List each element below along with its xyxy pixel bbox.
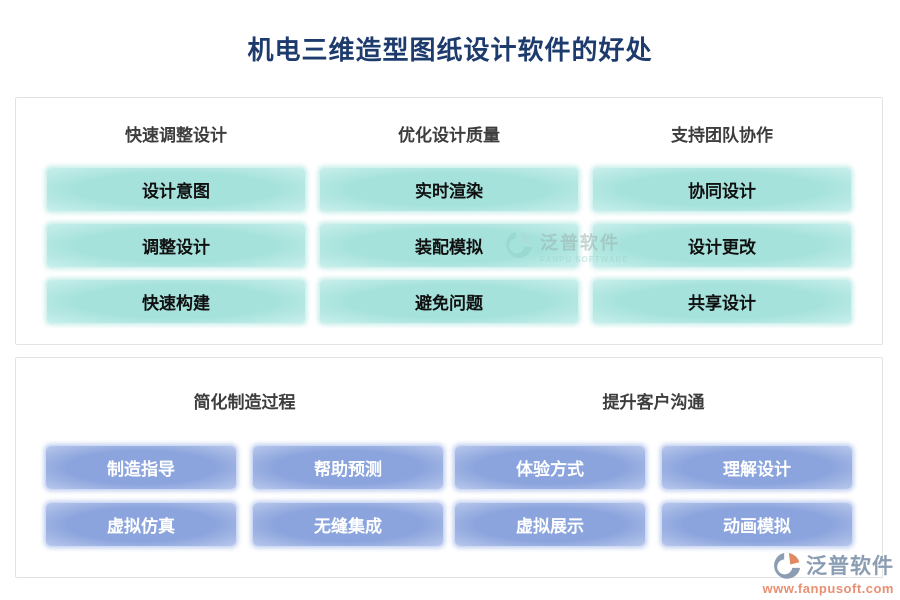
- benefit-chip: 装配模拟: [320, 224, 578, 267]
- benefit-chip: 虚拟展示: [455, 503, 645, 546]
- benefit-chip: 理解设计: [662, 446, 852, 489]
- benefit-chip: 设计意图: [47, 168, 305, 211]
- benefit-chip: 快速构建: [47, 280, 305, 323]
- benefit-chip: 设计更改: [593, 224, 851, 267]
- page-title: 机电三维造型图纸设计软件的好处: [247, 35, 653, 65]
- watermark-brand: 泛普软件: [806, 555, 894, 578]
- benefit-chip: 帮助预测: [253, 446, 443, 489]
- process-benefits-panel: 简化制造过程 制造指导 帮助预测 虚拟仿真 无缝集成 提升客户沟通 体验方式 理…: [15, 357, 883, 578]
- fanpu-logo-icon: [772, 550, 802, 580]
- benefit-chip: 共享设计: [593, 280, 851, 323]
- benefit-chip: 虚拟仿真: [46, 503, 236, 546]
- column-header: 优化设计质量: [398, 126, 500, 145]
- benefit-chip: 动画模拟: [662, 503, 852, 546]
- column-header: 支持团队协作: [671, 126, 773, 145]
- watermark-url: www.fanpusoft.com: [762, 581, 894, 596]
- chip-grid: 制造指导 帮助预测 虚拟仿真 无缝集成: [46, 446, 443, 546]
- benefit-chip: 制造指导: [46, 446, 236, 489]
- column-team-collaboration: 支持团队协作 协同设计 设计更改 共享设计: [593, 98, 851, 344]
- benefit-chip: 无缝集成: [253, 503, 443, 546]
- group-header: 提升客户沟通: [602, 393, 705, 412]
- benefit-chip: 协同设计: [593, 168, 851, 211]
- benefit-chip: 实时渲染: [320, 168, 578, 211]
- column-header: 快速调整设计: [125, 126, 227, 145]
- group-customer-communication: 提升客户沟通 体验方式 理解设计 虚拟展示 动画模拟: [449, 358, 858, 577]
- group-simplify-manufacturing: 简化制造过程 制造指导 帮助预测 虚拟仿真 无缝集成: [40, 358, 449, 577]
- column-fast-adjust-design: 快速调整设计 设计意图 调整设计 快速构建: [47, 98, 305, 344]
- benefit-chip: 体验方式: [455, 446, 645, 489]
- group-header: 简化制造过程: [193, 393, 296, 412]
- design-benefits-panel: 快速调整设计 设计意图 调整设计 快速构建 优化设计质量 实时渲染 装配模拟 避…: [15, 97, 883, 345]
- benefit-chip: 调整设计: [47, 224, 305, 267]
- chip-grid: 体验方式 理解设计 虚拟展示 动画模拟: [455, 446, 852, 546]
- benefit-chip: 避免问题: [320, 280, 578, 323]
- column-optimize-quality: 优化设计质量 实时渲染 装配模拟 避免问题: [320, 98, 578, 344]
- watermark-corner: 泛普软件 www.fanpusoft.com: [762, 550, 894, 596]
